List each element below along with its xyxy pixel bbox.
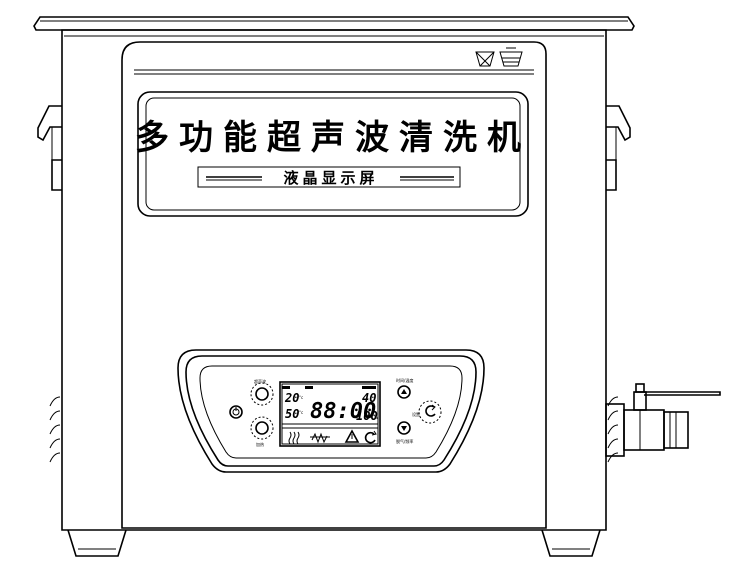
wash-tub-icon (475, 47, 523, 67)
svg-text:°c: °c (299, 410, 303, 415)
power-readout: 100 (356, 409, 378, 423)
rotate-icon (425, 404, 436, 417)
arrow-down-icon (401, 426, 407, 431)
left-handle (37, 105, 62, 191)
left-foot (67, 529, 127, 557)
degas-readout: 40 (362, 391, 376, 405)
heater-icon (288, 431, 300, 445)
product-title: 多功能超声波清洗机 (135, 118, 531, 158)
power-button[interactable] (229, 405, 243, 419)
title-board (137, 91, 529, 217)
lcd-screen: 20 °c 50 °c 88:00 40 100 % (279, 381, 381, 447)
svg-text:设置: 设置 (412, 411, 420, 417)
svg-text:%: % (374, 415, 378, 420)
power-icon (232, 407, 240, 416)
lcd-label: 液晶显示屏 (283, 169, 378, 187)
set-button[interactable]: 设置 (412, 400, 442, 424)
arrow-up-icon (401, 389, 407, 394)
front-panel (121, 41, 547, 529)
left-vents (49, 396, 61, 463)
svg-text:脱气/频率: 脱气/频率 (396, 438, 413, 444)
tank-body (61, 29, 607, 531)
warning-triangle-icon (344, 429, 360, 443)
heat-button[interactable]: 加热 (250, 416, 274, 447)
temp-actual-readout: 50 (285, 407, 299, 421)
right-handle (606, 105, 631, 191)
svg-text:超声波: 超声波 (254, 378, 266, 384)
svg-text:加热: 加热 (256, 441, 264, 447)
temp-set-readout: 20 (284, 391, 299, 405)
drain-valve (605, 383, 721, 457)
right-foot (541, 529, 601, 557)
down-button[interactable]: 脱气/频率 (396, 421, 413, 444)
sweep-wave-icon (310, 432, 330, 444)
degas-cycle-icon (364, 430, 377, 444)
svg-text:时间/温度: 时间/温度 (396, 377, 413, 383)
up-button[interactable]: 时间/温度 (396, 377, 413, 399)
ultrasound-button[interactable]: 超声波 (250, 378, 274, 406)
control-panel (177, 349, 485, 473)
timer-readout: 88:00 (310, 399, 376, 424)
svg-text:°c: °c (299, 395, 303, 400)
right-vents (607, 396, 619, 463)
lid (33, 16, 635, 31)
